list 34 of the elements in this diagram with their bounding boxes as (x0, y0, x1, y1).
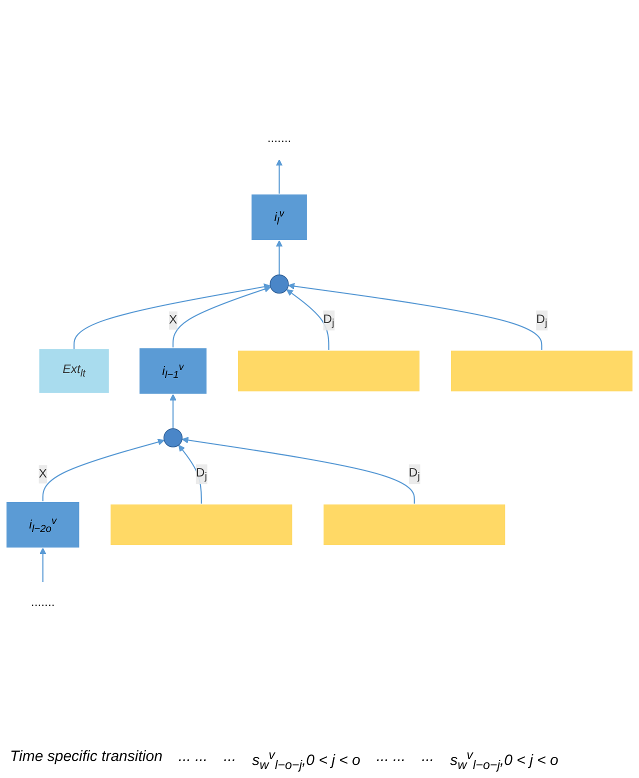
node-box (138, 347, 208, 395)
edge-label: D$_{j}$ (196, 466, 207, 482)
node-bar (322, 504, 506, 546)
arrow (74, 283, 271, 350)
note-text: ... ... (178, 748, 208, 767)
node-box (6, 501, 80, 548)
node-bar (450, 350, 634, 392)
note-text: ... ... (376, 748, 406, 767)
node-box (250, 194, 308, 241)
edge-label: D$_{j}$ (323, 312, 334, 328)
note-text: ... (224, 748, 236, 767)
note-text: ... (422, 748, 434, 767)
arrow (178, 444, 202, 504)
arrow (172, 286, 271, 348)
node-circle (164, 428, 183, 448)
arrow (276, 159, 283, 194)
node-bar (110, 504, 293, 546)
arrow (42, 438, 165, 502)
edge-label: D$_{j}$ (536, 312, 548, 328)
arrow (276, 240, 283, 275)
arrow (182, 436, 415, 504)
arrow (170, 394, 176, 429)
node-text: ....... (30, 596, 55, 610)
edge-label: X (38, 467, 47, 480)
node-text: ....... (267, 132, 292, 145)
edge-label: D$_{j}$ (408, 466, 420, 482)
arrow (39, 548, 46, 582)
node-box (39, 349, 109, 393)
node-bar (237, 350, 420, 392)
node-circle (270, 274, 289, 294)
edge-label: X (168, 314, 178, 327)
note-text: Time specific transition (10, 748, 162, 767)
arrow (288, 282, 542, 350)
arrow (286, 289, 330, 350)
